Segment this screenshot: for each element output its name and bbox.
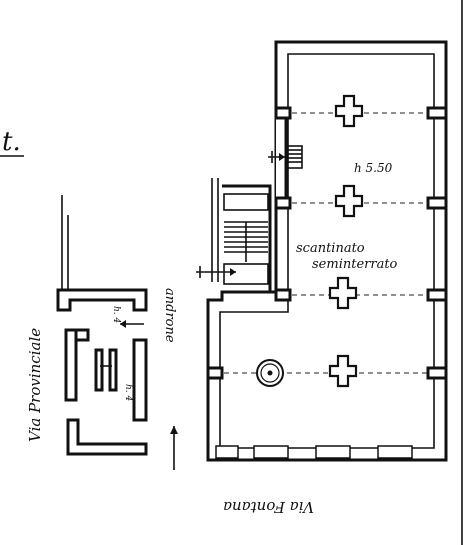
via-fontana-label: Via Fontana xyxy=(223,498,314,516)
height-label-main: h 5.50 xyxy=(354,161,393,175)
androne-label: androne xyxy=(162,288,177,343)
side-building: h. 4 h. 4 xyxy=(56,195,148,456)
via-provinciale-label: Via Provinciale xyxy=(26,328,44,442)
title-fragment: t. xyxy=(2,127,21,157)
seminterrato-label: seminterrato xyxy=(312,257,398,272)
upper-stair xyxy=(285,145,303,169)
arrow-up-icon xyxy=(170,426,178,470)
column-cross-icon xyxy=(328,94,364,388)
staircase-block xyxy=(196,178,272,292)
stair-treads xyxy=(223,221,269,285)
round-column-icon xyxy=(256,359,284,387)
arrow-right-icon xyxy=(196,266,236,278)
main-outer-wall xyxy=(206,40,448,462)
room-height-upper: h. 4 xyxy=(111,306,121,324)
scantinato-label: scantinato xyxy=(296,241,365,256)
side-building-wall xyxy=(56,288,148,312)
main-building: h 5.50 scantinato seminterrato xyxy=(206,40,448,462)
room-height-lower: h. 4 xyxy=(123,384,133,402)
arrow-left-icon xyxy=(120,320,144,328)
arrow-right-icon xyxy=(268,151,285,163)
bottom-windows xyxy=(215,445,413,459)
